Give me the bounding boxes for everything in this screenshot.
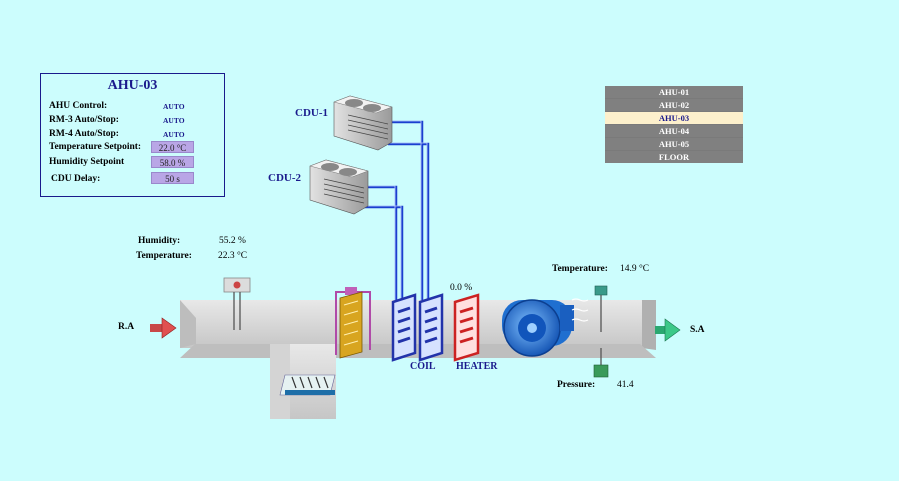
supply-air-label: S.A xyxy=(690,325,705,335)
rm4-value[interactable]: AUTO xyxy=(163,130,185,139)
rm3-label: RM-3 Auto/Stop: xyxy=(49,115,119,125)
return-temperature-value: 22.3 °C xyxy=(218,251,248,261)
temperature-setpoint-label: Temperature Setpoint: xyxy=(49,142,142,152)
heater-output-value: 0.0 % xyxy=(450,283,473,293)
cdu-1-unit-icon xyxy=(333,95,393,151)
return-humidity-value: 55.2 % xyxy=(219,236,246,246)
humidity-setpoint-label: Humidity Setpoint xyxy=(49,157,125,167)
ahu-list-item-ahu-02[interactable]: AHU-02 xyxy=(605,99,743,112)
pressure-value: 41.4 xyxy=(617,380,634,390)
ahu-control-panel: AHU-03 AHU Control: AUTO RM-3 Auto/Stop:… xyxy=(40,73,225,197)
ahu-list-item-floor[interactable]: FLOOR xyxy=(658,152,690,162)
ahu-control-value[interactable]: AUTO xyxy=(163,102,185,111)
ahu-list-item-ahu-03[interactable]: AHU-03 xyxy=(605,112,743,125)
supply-temperature-value: 14.9 °C xyxy=(620,264,650,274)
supply-fan-icon xyxy=(502,298,589,357)
return-temperature-label: Temperature: xyxy=(136,251,192,261)
return-air-sensor-icon xyxy=(223,277,251,330)
cdu-2-unit-icon xyxy=(309,159,369,215)
refrigerant-pipes xyxy=(350,120,430,300)
pressure-label: Pressure: xyxy=(557,380,596,390)
heater-label: HEATER xyxy=(456,361,498,372)
return-air-arrow-icon xyxy=(150,317,177,339)
return-humidity-label: Humidity: xyxy=(138,236,181,246)
supply-temperature-label: Temperature: xyxy=(552,264,608,274)
coil-label: COIL xyxy=(410,361,436,372)
cooling-coil-icon xyxy=(391,293,444,362)
cdu-delay-input[interactable]: 50 s xyxy=(151,172,194,184)
rm3-value[interactable]: AUTO xyxy=(163,116,185,125)
bottom-filter-icon xyxy=(279,374,336,396)
cdu-1-label[interactable]: CDU-1 xyxy=(295,107,328,119)
return-air-label: R.A xyxy=(118,322,135,332)
ahu-list-item-ahu-05[interactable]: AHU-05 xyxy=(605,138,743,151)
supply-temperature-sensor-icon xyxy=(594,285,608,332)
cdu-2-label[interactable]: CDU-2 xyxy=(268,172,301,184)
ahu-selector-list: AHU-01 AHU-02 AHU-03 AHU-04 AHU-05 FLOOR xyxy=(605,86,743,163)
ahu-list-item-ahu-01[interactable]: AHU-01 xyxy=(605,86,743,99)
ahu-control-label: AHU Control: xyxy=(49,101,108,111)
supply-air-arrow-icon xyxy=(655,318,681,342)
main-duct xyxy=(180,300,656,419)
cdu-delay-label: CDU Delay: xyxy=(51,174,101,184)
heater-icon xyxy=(453,293,480,362)
ahu-list-item-ahu-04[interactable]: AHU-04 xyxy=(605,125,743,138)
pressure-sensor-icon xyxy=(593,348,609,378)
filter-icon xyxy=(335,287,371,359)
temperature-setpoint-input[interactable]: 22.0 °C xyxy=(151,141,194,153)
rm4-label: RM-4 Auto/Stop: xyxy=(49,129,119,139)
panel-title: AHU-03 xyxy=(107,78,158,93)
humidity-setpoint-input[interactable]: 58.0 % xyxy=(151,156,194,168)
